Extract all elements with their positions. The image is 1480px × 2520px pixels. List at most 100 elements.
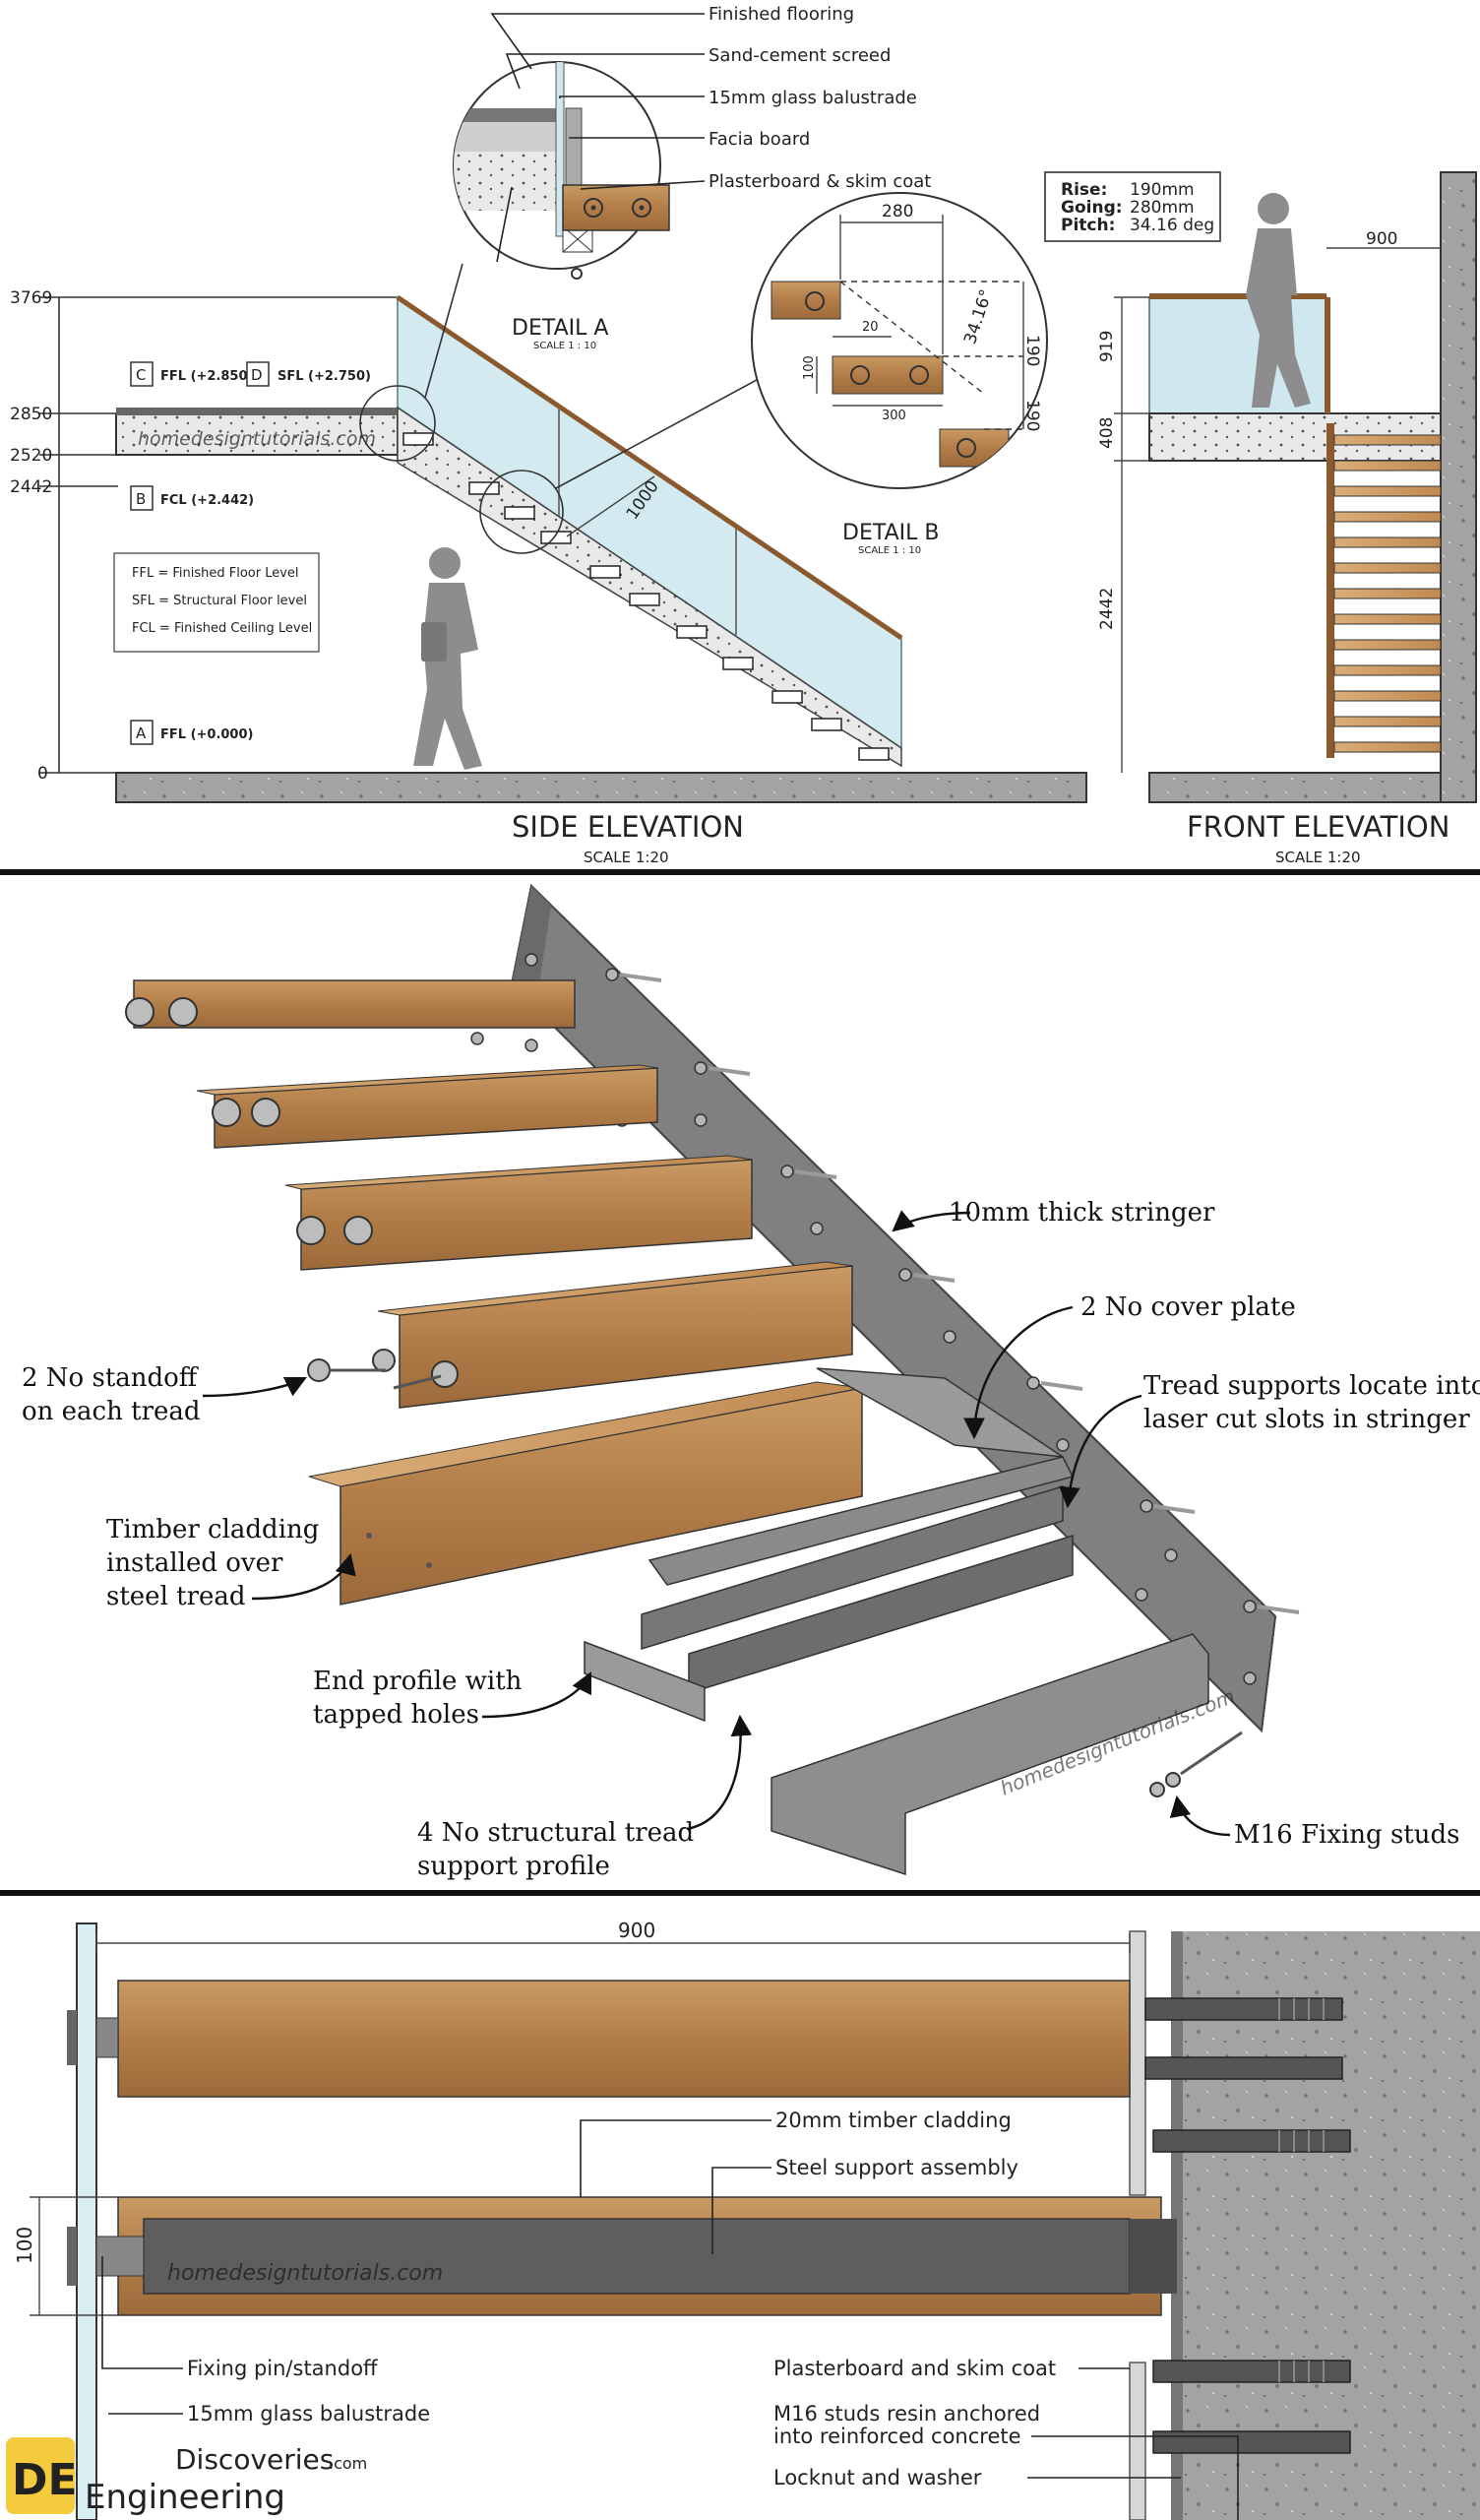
- upper-tread-plan: [117, 1980, 1131, 2098]
- detail-b-scale: SCALE 1 : 10: [858, 545, 921, 556]
- front-treads: [1333, 434, 1442, 753]
- tag-b-text: FCL (+2.442): [160, 493, 254, 508]
- finished-flooring-strip: [116, 408, 398, 415]
- level-3769: 3769: [10, 288, 52, 308]
- level-0: 0: [37, 764, 48, 784]
- tag-a: A: [136, 724, 147, 742]
- person-silhouette-side: [413, 547, 482, 770]
- front-glass-edge: [1326, 423, 1334, 758]
- dim-190-b: 190: [1022, 400, 1042, 431]
- brand-letters: DE: [12, 2455, 78, 2505]
- label-support-profile-1: 4 No structural tread: [417, 1818, 694, 1848]
- side-stringer: [397, 406, 902, 768]
- tag-c-text: FFL (+2.850): [160, 369, 253, 384]
- label-tread-supports-1: Tread supports locate into: [1143, 1371, 1480, 1401]
- person-silhouette-front: [1246, 193, 1311, 408]
- tread-4: [307, 1261, 853, 1409]
- rise-value: 190mm: [1130, 180, 1195, 200]
- glass-panel-plan: [76, 1922, 97, 2520]
- going-value: 280mm: [1130, 198, 1195, 218]
- plasterboard-lower: [1129, 2362, 1146, 2520]
- front-elevation: 900 919 408 2442 FRONT ELEVATION SCALE 1…: [1097, 171, 1477, 866]
- tread-3: [284, 1155, 753, 1271]
- end-profile: [584, 1640, 706, 1723]
- ground-slab: [115, 772, 1087, 803]
- label-support-profile-2: support profile: [417, 1852, 610, 1881]
- detail-a-scale: SCALE 1 : 10: [533, 341, 596, 351]
- label-cladding-1: Timber cladding: [106, 1515, 319, 1544]
- tag-c: C: [136, 366, 146, 384]
- detail-b-title: DETAIL B: [842, 521, 939, 545]
- side-elevation-scale: SCALE 1:20: [584, 849, 669, 866]
- detail-a-tread: [562, 184, 670, 231]
- watermark-plan: homedesigntutorials.com: [167, 2261, 443, 2286]
- detail-a: Finished flooring Sand-cement screed 15m…: [453, 4, 931, 351]
- label-cladding-3: steel tread: [106, 1582, 246, 1611]
- stringer-studs: [470, 953, 1257, 1685]
- label-standoff-2: on each tread: [22, 1397, 201, 1426]
- dim-190-a: 190: [1022, 335, 1042, 366]
- brand-line1: Discoveries: [175, 2443, 334, 2476]
- exploded-view: homedesigntutorials.com 10mm thick strin…: [22, 883, 1480, 1881]
- pitch-value: 34.16 deg: [1130, 216, 1214, 235]
- plasterboard-upper: [1129, 1930, 1146, 2196]
- going-label: Going:: [1061, 198, 1123, 218]
- pitch-label: Pitch:: [1061, 216, 1115, 235]
- watermark-side: homedesigntutorials.com: [138, 428, 376, 450]
- concrete-wall-plan: [1181, 1931, 1480, 2520]
- handrail: [396, 294, 903, 641]
- tag-b: B: [136, 490, 146, 508]
- concrete-wall-front: [1440, 171, 1477, 803]
- tag-d: D: [251, 366, 263, 384]
- level-2520: 2520: [10, 446, 52, 466]
- label-facia: Facia board: [709, 129, 810, 150]
- dim-2442: 2442: [1097, 588, 1117, 630]
- divider-1: [0, 869, 1480, 875]
- legend-ffl: FFL = Finished Floor Level: [132, 566, 299, 581]
- brand-logo: DE Discoveries .com Engineering: [6, 2437, 367, 2517]
- label-steel-support: Steel support assembly: [775, 2156, 1018, 2179]
- level-2850: 2850: [10, 405, 52, 424]
- divider-2: [0, 1890, 1480, 1896]
- label-cladding-2: installed over: [106, 1548, 283, 1578]
- tread-5: [308, 1381, 863, 1606]
- detail-a-title: DETAIL A: [512, 316, 608, 341]
- label-glass-balustrade: 15mm glass balustrade: [709, 88, 917, 108]
- tag-d-text: SFL (+2.750): [278, 369, 371, 384]
- label-fixing-studs: M16 Fixing studs: [1234, 1820, 1459, 1850]
- label-plasterboard-plan: Plasterboard and skim coat: [773, 2357, 1056, 2380]
- label-end-profile-2: tapped holes: [313, 1700, 479, 1730]
- dim-408: 408: [1097, 417, 1117, 449]
- dim-front-900: 900: [1366, 229, 1397, 249]
- label-stringer: 10mm thick stringer: [949, 1198, 1215, 1228]
- dim-20: 20: [862, 320, 879, 335]
- label-standoff-1: 2 No standoff: [22, 1363, 200, 1393]
- legend-sfl: SFL = Structural Floor level: [132, 594, 307, 608]
- stud-threads: [1278, 1998, 1325, 2382]
- label-sand-cement: Sand-cement screed: [709, 45, 891, 66]
- dim-plan-100: 100: [13, 2227, 36, 2264]
- side-elevation: 3769 2850 2520 2442 0 homedesigntutorial…: [10, 263, 1087, 866]
- label-studs-1: M16 studs resin anchored: [773, 2402, 1040, 2426]
- side-elevation-title: SIDE ELEVATION: [512, 810, 744, 844]
- label-studs-2: into reinforced concrete: [773, 2425, 1021, 2448]
- label-cover-plate: 2 No cover plate: [1080, 1292, 1296, 1322]
- tread-support-profile-1: [641, 1484, 1064, 1651]
- detail-b: 280 20 100 300 190 190 34.16° DETAIL B S…: [751, 192, 1048, 556]
- label-glass-plan: 15mm glass balustrade: [187, 2402, 430, 2426]
- tread-support-profile-2: [688, 1534, 1074, 1695]
- brand-line1-suffix: .com: [329, 2454, 367, 2473]
- front-elevation-scale: SCALE 1:20: [1275, 849, 1361, 866]
- label-timber-cladding: 20mm timber cladding: [775, 2109, 1012, 2132]
- label-fixing-pin: Fixing pin/standoff: [187, 2357, 378, 2380]
- level-2442: 2442: [10, 477, 52, 497]
- legend-box: [113, 552, 320, 653]
- tread-1: [125, 979, 576, 1029]
- label-locknut: Locknut and washer: [773, 2466, 982, 2489]
- label-end-profile-1: End profile with: [313, 1667, 523, 1696]
- brand-line2: Engineering: [85, 2478, 285, 2517]
- label-finished-flooring: Finished flooring: [709, 4, 854, 25]
- brand-badge: [6, 2437, 75, 2514]
- steel-support-plan: [143, 2218, 1131, 2295]
